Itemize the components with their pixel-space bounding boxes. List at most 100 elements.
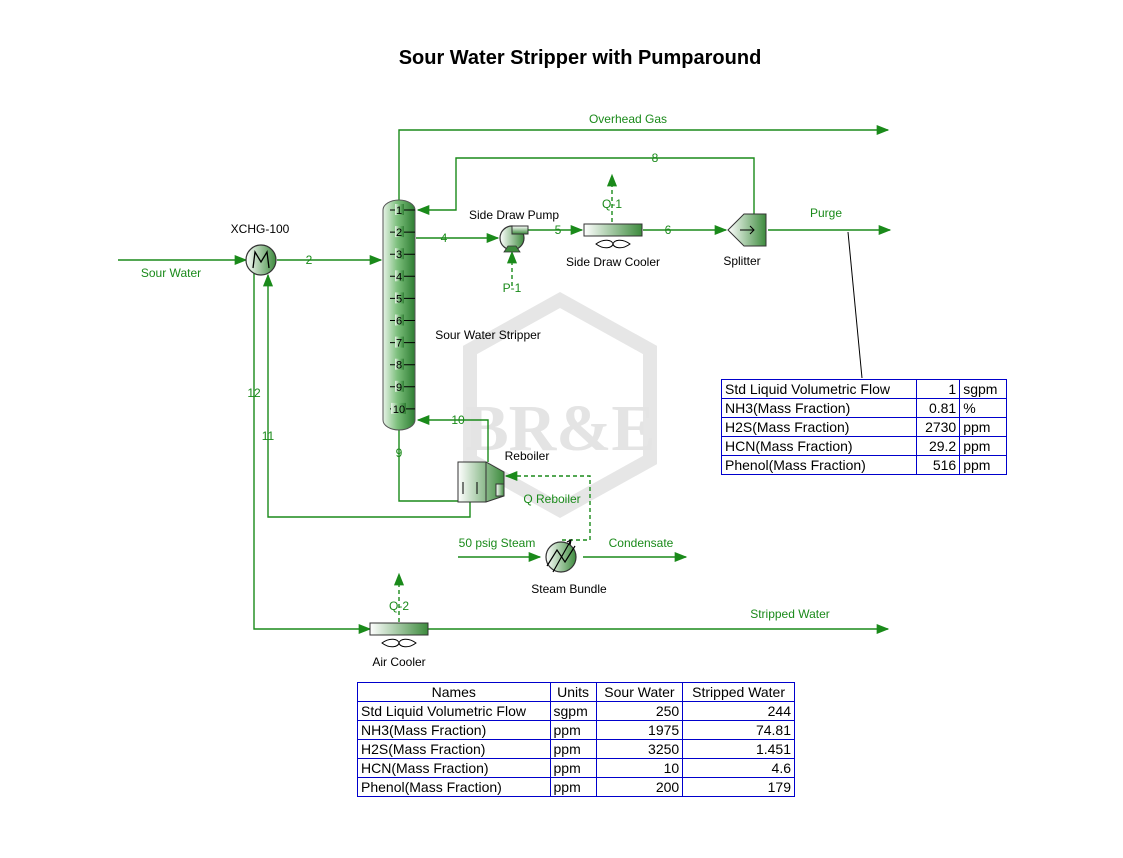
stage-number-bg [395,292,404,304]
prop-name: Std Liquid Volumetric Flow [721,379,917,399]
stream-label-purge: Purge [810,206,842,220]
stream-label-8: 8 [652,151,659,165]
splitter-label: Splitter [723,254,760,268]
exchanger-xchg-100[interactable] [245,244,277,276]
stream-label-4: 4 [441,231,448,245]
stream-label-steam: 50 psig Steam [459,536,536,550]
prop-unit: ppm [549,758,597,778]
prop-name: Std Liquid Volumetric Flow [357,701,551,721]
stream-label-2: 2 [306,253,313,267]
stream-label-11: 11 [262,429,275,443]
stage-number-bg [395,358,404,370]
energy-label-p1: P-1 [503,281,522,295]
header-units: Units [549,682,597,702]
reboiler[interactable] [457,461,505,503]
stage-number: 1 [396,205,402,217]
prop-unit: sgpm [549,701,597,721]
side-draw-pump[interactable] [499,225,529,253]
steam-bundle[interactable] [545,538,577,573]
energy-label-q1: Q-1 [602,197,622,211]
table-header-row: Names Units Sour Water Stripped Water [357,682,795,702]
prop-name: NH3(Mass Fraction) [357,720,551,740]
reboiler-label: Reboiler [505,449,550,463]
stream-9 [398,428,462,502]
stream-10 [416,414,489,462]
stage-number-bg [395,204,404,215]
stream-label-6: 6 [665,223,672,237]
steam-bundle-label: Steam Bundle [531,582,607,596]
stream-overhead-gas [398,124,890,203]
prop-value: 0.81 [915,398,961,418]
prop-unit: ppm [549,720,597,740]
prop-value: 1 [915,379,961,399]
sour-water-value: 1975 [595,720,684,740]
stage-number: 8 [396,360,402,372]
stream-label-overhead-gas: Overhead Gas [589,112,667,126]
prop-unit: ppm [959,436,1007,456]
splitter[interactable] [727,213,767,247]
prop-unit: ppm [959,455,1007,475]
prop-name: HCN(Mass Fraction) [721,436,917,456]
stream-summary-table: Names Units Sour Water Stripped Water St… [357,682,795,797]
exchanger-label: XCHG-100 [231,222,290,236]
stream-label-5: 5 [555,223,562,237]
prop-name: H2S(Mass Fraction) [721,417,917,437]
stripped-water-value: 1.451 [682,739,795,759]
stage-number-bg [391,402,406,414]
energy-label-q-reboiler: Q Reboiler [523,492,580,506]
side-draw-cooler[interactable] [583,223,643,249]
stream-label-10: 10 [451,413,465,427]
prop-name: HCN(Mass Fraction) [357,758,551,778]
cooler-label: Side Draw Cooler [566,255,660,269]
header-sour-water: Sour Water [595,682,684,702]
prop-unit: ppm [549,739,597,759]
header-stripped-water: Stripped Water [682,682,795,702]
prop-unit: ppm [959,417,1007,437]
stage-number: 5 [396,293,402,305]
stream-8 [416,157,755,218]
energy-q-reboiler [504,470,591,541]
sour-water-value: 200 [595,777,684,797]
stripped-water-value: 4.6 [682,758,795,778]
stream-11 [262,273,471,518]
sour-water-value: 250 [595,701,684,721]
prop-value: 516 [915,455,961,475]
air-cooler-label: Air Cooler [372,655,425,669]
stage-number-bg [395,314,404,326]
prop-value: 29.2 [915,436,961,456]
watermark: BR&E [463,291,657,519]
prop-name: Phenol(Mass Fraction) [721,455,917,475]
stream-label-stripped-water: Stripped Water [750,607,830,621]
stage-number: 2 [396,227,402,239]
prop-unit: sgpm [959,379,1007,399]
stage-number: 6 [396,316,402,328]
header-names: Names [357,682,551,702]
stage-number: 10 [393,404,405,416]
prop-unit: % [959,398,1007,418]
stripped-water-value: 244 [682,701,795,721]
prop-name: H2S(Mass Fraction) [357,739,551,759]
stage-number: 9 [396,382,402,394]
watermark-text: BR&E [465,392,656,465]
stage-number: 7 [396,338,402,350]
stage-number-bg [395,248,404,260]
stream-12 [253,272,372,635]
prop-value: 2730 [915,417,961,437]
column-label: Sour Water Stripper [435,328,541,342]
stage-number-bg [395,270,404,282]
stage-number-bg [395,336,404,348]
air-cooler[interactable] [369,622,429,648]
pump-label: Side Draw Pump [469,208,559,222]
